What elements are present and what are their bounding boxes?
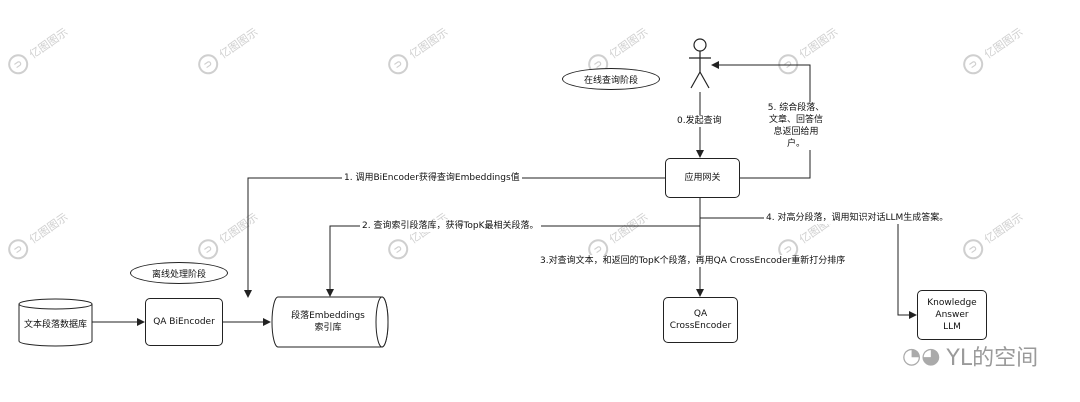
offline-phase-label: 离线处理阶段 (130, 262, 228, 284)
wechat-icon: ◔◕ (902, 343, 941, 369)
step3-label: 3.对查询文本，和返回的TopK个段落，再用QA CrossEncoder重新打… (538, 255, 848, 267)
step1-label: 1. 调用BiEncoder获得查询Embeddings值 (342, 172, 522, 184)
gateway-box: 应用网关 (665, 158, 740, 198)
bi-encoder-box: QA BiEncoder (145, 298, 223, 346)
step5-label: 5. 综合段落、文章、回答信息返回给用户。 (764, 102, 828, 150)
step4-label: 4. 对高分段落，调用知识对话LLM生成答案。 (764, 212, 951, 224)
arrow-step1 (244, 177, 665, 298)
index-cylinder (271, 296, 389, 348)
index-label: 段落Embeddings 索引库 (291, 311, 365, 333)
cross-encoder-box: QA CrossEncoder (663, 297, 738, 343)
llm-box: Knowledge Answer LLM (917, 290, 987, 340)
arrow-step2 (326, 198, 701, 297)
step2-label: 2. 查询索引段落库，获得TopK最相关段落。 (360, 220, 541, 232)
step0-label: 0.发起查询 (675, 115, 724, 127)
user-figure-icon (689, 38, 711, 89)
text-db-cylinder (18, 298, 93, 347)
brand-watermark: ◔◕ YL的空间 (902, 343, 1039, 372)
online-phase-label: 在线查询阶段 (562, 68, 660, 90)
text-db-label: 文本段落数据库 (23, 320, 87, 330)
